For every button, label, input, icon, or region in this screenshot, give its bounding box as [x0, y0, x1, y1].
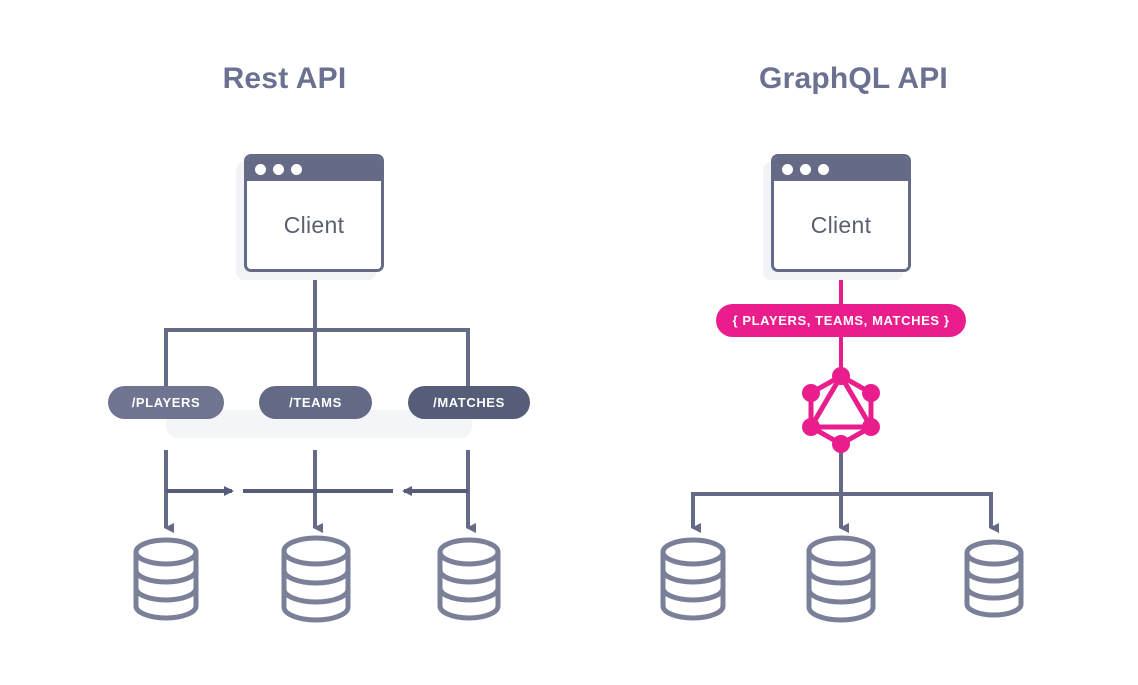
window-dot-icon [818, 163, 829, 175]
client-window-rest: Client [236, 154, 384, 280]
client-window-frame: Client [771, 154, 911, 272]
graphql-node [832, 435, 850, 453]
endpoint-pill-label: /PLAYERS [131, 395, 201, 410]
graphql-node [862, 384, 880, 402]
client-titlebar [247, 157, 381, 181]
client-titlebar [774, 157, 908, 181]
graphql-node [802, 418, 820, 436]
endpoint-pill-label: /MATCHES [433, 395, 505, 410]
endpoint-pill-matches[interactable]: /MATCHES [408, 386, 530, 419]
window-dot-icon [782, 163, 793, 175]
client-body: Client [774, 181, 908, 269]
graphql-logo-icon [797, 364, 885, 461]
graphql-node [832, 367, 850, 385]
page-title-graphql: GraphQL API [759, 62, 948, 95]
endpoint-pill-teams[interactable]: /TEAMS [259, 386, 372, 419]
panel-graphql-api: GraphQL API [569, 0, 1138, 685]
database-icon [657, 536, 729, 627]
database-icon [130, 536, 202, 627]
graphql-query-label: { PLAYERS, TEAMS, MATCHES } [732, 313, 950, 328]
window-dot-icon [800, 163, 811, 175]
endpoint-pill-label: /TEAMS [289, 395, 342, 410]
client-window-graphql: Client [763, 154, 911, 280]
database-icon [278, 534, 354, 629]
client-label: Client [810, 211, 872, 238]
graphql-node [802, 384, 820, 402]
window-dot-icon [291, 163, 302, 175]
database-icon [803, 534, 879, 629]
client-label: Client [283, 211, 345, 238]
graphql-query-pill[interactable]: { PLAYERS, TEAMS, MATCHES } [716, 304, 966, 337]
client-window-frame: Client [244, 154, 384, 272]
page-title-rest: Rest API [222, 62, 347, 95]
graphql-node [862, 418, 880, 436]
endpoint-pill-players[interactable]: /PLAYERS [108, 386, 224, 419]
database-icon [434, 536, 504, 627]
panel-rest-api: Rest API [222, 62, 347, 95]
database-icon [961, 538, 1027, 625]
client-body: Client [247, 181, 381, 269]
window-dot-icon [273, 163, 284, 175]
window-dot-icon [255, 163, 266, 175]
